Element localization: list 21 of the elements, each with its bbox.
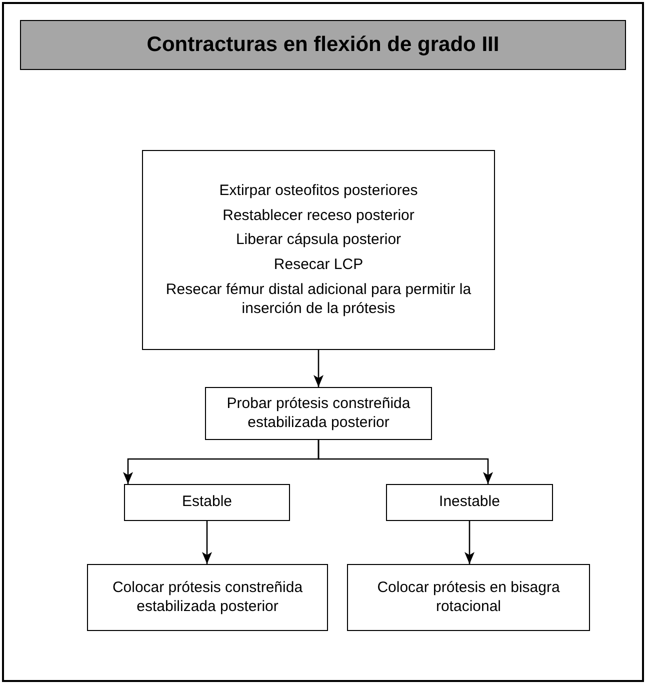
step-text: Inestable: [439, 493, 500, 512]
arrow: [202, 521, 212, 564]
step-text: Colocar prótesis constreñida estabilizada posterior: [111, 578, 304, 616]
arrow: [318, 440, 493, 484]
step-text: Resecar LCP: [274, 256, 364, 275]
arrow: [314, 350, 324, 387]
step-text: Probar prótesis constreñida estabilizada posterior: [226, 394, 412, 432]
process-box: [124, 484, 290, 521]
arrow: [464, 521, 474, 564]
step-text: Colocar prótesis en bisagra rotacional: [376, 578, 561, 616]
step-text: Liberar cápsula posterior: [236, 231, 402, 250]
process-box: [205, 387, 432, 440]
step-text: Estable: [182, 493, 232, 512]
step-text: Restablecer receso posterior: [222, 206, 414, 226]
step-text: Resecar fémur distal adicional para permitir la inserción de la prótesis: [164, 280, 472, 318]
process-box: [142, 150, 495, 350]
process-box: [347, 564, 590, 631]
process-box: [87, 564, 328, 631]
title-band: Contracturas en flexión de grado III: [20, 20, 626, 70]
step-text: Extirpar osteofitos posteriores: [219, 182, 418, 200]
process-box: [386, 484, 553, 521]
